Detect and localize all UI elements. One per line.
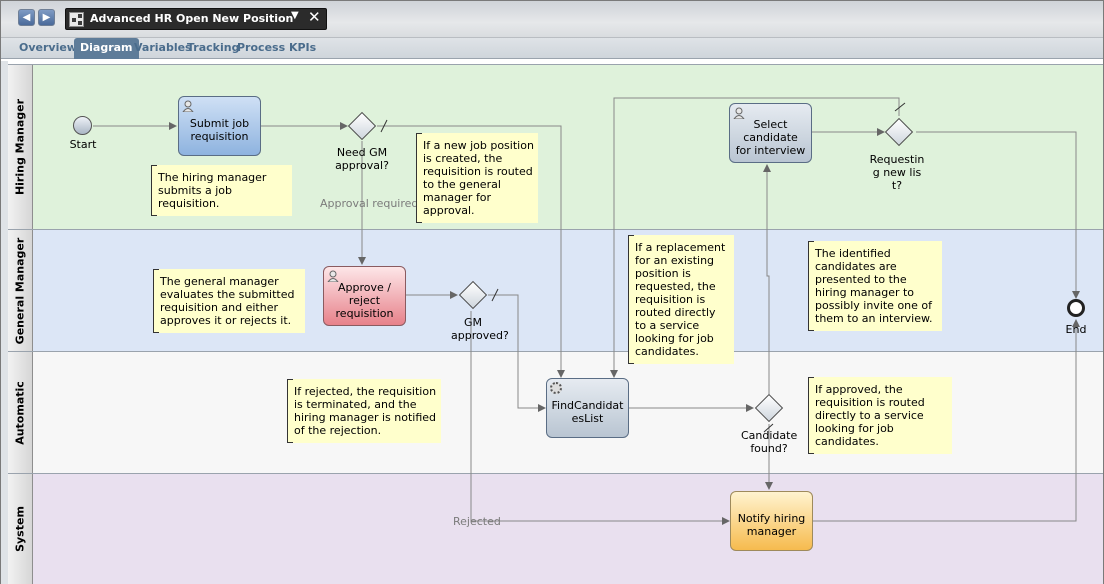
flow-requesting-to-end [916,131,1080,299]
default-flow-marker [380,119,388,133]
annotation-rejected: If rejected, the requisition is terminat… [287,379,441,443]
flow-label-approval-required: Approval required [320,197,419,210]
default-flow-marker [491,288,499,302]
title-bar: ◀ ▶ Advanced HR Open New Position ▼ ✕ [1,1,1103,38]
gateway-label: Candidate found? [741,429,798,455]
gateway-label: Requesting new list? [869,153,925,192]
end-event[interactable] [1067,299,1085,317]
forward-button[interactable]: ▶ [38,9,55,26]
annotation-approved: If approved, the requisition is routed d… [808,377,952,454]
tab-diagram[interactable]: Diagram [74,38,139,59]
editor-tab-title: Advanced HR Open New Position [90,12,294,25]
back-button[interactable]: ◀ [18,9,35,26]
gateway-label: GM approved? [451,316,509,342]
task-approve-reject-requisition[interactable]: Approve / reject requisition [323,266,406,326]
lane-header: Automatic [8,352,33,473]
lane-header: Hiring Manager [8,65,33,229]
default-flow-marker [763,423,774,433]
chevron-down-icon[interactable]: ▼ [291,10,299,21]
forward-arrow-icon: ▶ [42,12,51,23]
start-event[interactable] [73,116,92,135]
lane-header: General Manager [8,230,33,351]
flow-gm-approved-to-find [488,294,546,412]
default-flow-marker [894,102,906,112]
annotation-new-position: If a new job position is created, the re… [416,133,538,223]
person-icon [327,270,339,282]
flow-candidate-found-to-select [763,164,771,394]
annotation-gm-evaluates: The general manager evaluates the submit… [153,269,305,333]
canvas-left-border [1,61,8,584]
flow-requesting-to-find [610,97,900,378]
task-label: Approve / reject requisition [335,280,394,320]
editor-tab[interactable]: Advanced HR Open New Position ▼ ✕ [65,8,327,30]
tab-process-kpis[interactable]: Process KPIs [237,41,317,54]
task-notify-hiring-manager[interactable]: Notify hiring manager [730,491,813,551]
task-submit-job-requisition[interactable]: Submit job requisition [178,96,261,156]
view-tab-bar: Overview Diagram Variables Tracking Proc… [1,38,1103,59]
task-label: Notify hiring manager [737,512,806,538]
back-arrow-icon: ◀ [22,12,31,23]
start-event-label: Start [69,138,97,151]
task-select-candidate[interactable]: Select candidate for interview [729,103,812,163]
flow-gm-approved-rejected [470,311,730,525]
tab-variables[interactable]: Variables [134,41,192,54]
task-label: Select candidate for interview [735,117,806,157]
annotation-identified-candidates: The identified candidates are presented … [808,241,942,331]
tab-overview[interactable]: Overview [19,41,77,54]
flow-label-rejected: Rejected [453,515,501,528]
lane-system: System [8,473,1103,584]
close-icon[interactable]: ✕ [308,8,321,26]
end-event-label: End [1065,323,1087,336]
flow-notify-to-end [813,319,1080,522]
annotation-hm-submits: The hiring manager submits a job requisi… [151,165,292,216]
annotation-replacement: If a replacement for an existing positio… [628,235,734,364]
flow-need-gm-to-find [377,125,565,378]
task-find-candidates-list[interactable]: FindCandidatesList [546,378,629,438]
task-label: FindCandidatesList [551,399,624,425]
task-label: Submit job requisition [189,117,250,143]
person-icon [182,100,194,112]
gateway-label: Need GM approval? [335,146,389,172]
process-diagram-icon [69,12,84,27]
tab-tracking[interactable]: Tracking [187,41,240,54]
lane-header: System [8,474,33,584]
person-icon [733,107,745,119]
gear-icon [550,382,562,394]
